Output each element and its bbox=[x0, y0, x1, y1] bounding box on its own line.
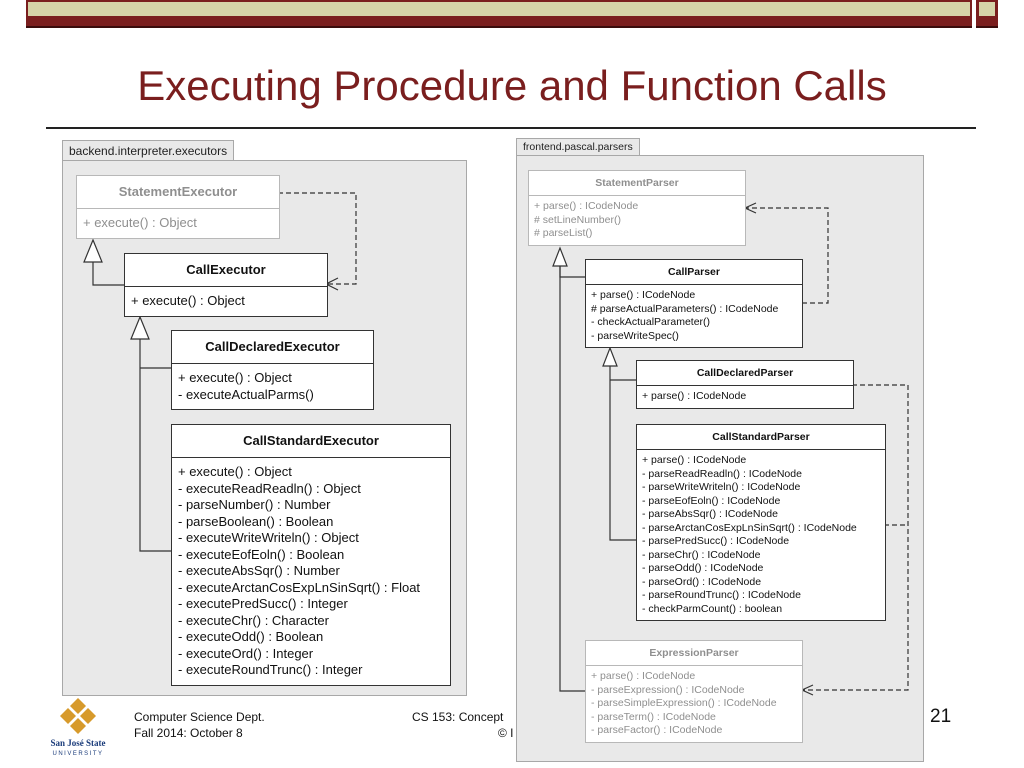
class-members: + parse() : ICodeNode bbox=[637, 386, 853, 408]
slide-title: Executing Procedure and Function Calls bbox=[137, 62, 887, 109]
class-member: + parse() : ICodeNode bbox=[642, 390, 747, 402]
class-members: + parse() : ICodeNode # parseActualParam… bbox=[586, 285, 802, 347]
class-members: + execute() : Object bbox=[125, 287, 327, 316]
class-call-declared-executor: CallDeclaredExecutor + execute() : Objec… bbox=[171, 330, 374, 410]
class-call-standard-executor: CallStandardExecutor + execute() : Objec… bbox=[171, 424, 451, 686]
class-member: - parseWriteWriteln() : ICodeNode bbox=[642, 481, 801, 493]
class-member: - parseExpression() : ICodeNode bbox=[591, 683, 745, 696]
top-banner-bar bbox=[26, 0, 972, 28]
class-call-parser: CallParser + parse() : ICodeNode # parse… bbox=[585, 259, 803, 348]
class-member: + parse() : ICodeNode bbox=[591, 670, 696, 682]
class-members: + parse() : ICodeNode # setLineNumber() … bbox=[529, 196, 745, 245]
class-member: - parseEofEoln() : ICodeNode bbox=[642, 494, 781, 507]
title-underline bbox=[46, 127, 976, 129]
left-package-tab: backend.interpreter.executors bbox=[62, 140, 235, 161]
class-member: - checkActualParameter() bbox=[591, 316, 711, 328]
class-name: ExpressionParser bbox=[586, 641, 802, 666]
class-call-executor: CallExecutor + execute() : Object bbox=[124, 253, 328, 317]
class-members: + execute() : Object bbox=[77, 209, 279, 238]
class-member: + execute() : Object bbox=[178, 464, 292, 479]
class-member: - executeChr() : Character bbox=[178, 612, 329, 628]
class-member: - parsePredSucc() : ICodeNode bbox=[642, 535, 790, 547]
right-package-tab: frontend.pascal.parsers bbox=[516, 138, 640, 156]
class-member: - executePredSucc() : Integer bbox=[178, 596, 348, 611]
class-member: + execute() : Object bbox=[131, 293, 245, 308]
class-member: - executeOrd() : Integer bbox=[178, 645, 314, 661]
class-member: - executeWriteWriteln() : Object bbox=[178, 530, 359, 545]
class-member: - checkParmCount() : boolean bbox=[642, 602, 783, 615]
class-member: + parse() : ICodeNode bbox=[534, 200, 639, 212]
class-member: - parseNumber() : Number bbox=[178, 497, 331, 512]
class-member: - executeOdd() : Boolean bbox=[178, 629, 324, 644]
class-name: StatementParser bbox=[529, 171, 745, 196]
class-members: + execute() : Object - executeActualParm… bbox=[172, 364, 373, 409]
class-statement-parser: StatementParser + parse() : ICodeNode # … bbox=[528, 170, 746, 246]
logo-sub: UNIVERSITY bbox=[52, 751, 103, 757]
class-name: CallDeclaredExecutor bbox=[172, 331, 373, 364]
class-member: - parseChr() : ICodeNode bbox=[642, 548, 761, 561]
class-member: - executeRoundTrunc() : Integer bbox=[178, 662, 363, 677]
class-call-standard-parser: CallStandardParser + parse() : ICodeNode… bbox=[636, 424, 886, 621]
footer-date: Fall 2014: October 8 bbox=[134, 726, 243, 740]
page-number: 21 bbox=[930, 706, 952, 727]
class-name: CallDeclaredParser bbox=[637, 361, 853, 386]
class-member: - executeReadReadln() : Object bbox=[178, 480, 361, 496]
class-member: - parseSimpleExpression() : ICodeNode bbox=[591, 697, 777, 709]
class-name: StatementExecutor bbox=[77, 176, 279, 209]
class-member: - parseRoundTrunc() : ICodeNode bbox=[642, 589, 801, 601]
class-members: + parse() : ICodeNode - parseExpression(… bbox=[586, 666, 802, 742]
class-member: - executeEofEoln() : Boolean bbox=[178, 546, 345, 562]
class-name: CallExecutor bbox=[125, 254, 327, 287]
class-member: - executeArctanCosExpLnSinSqrt() : Float bbox=[178, 579, 421, 595]
class-member: - parseOrd() : ICodeNode bbox=[642, 575, 762, 588]
class-name: CallStandardExecutor bbox=[172, 425, 450, 458]
footer-dept: Computer Science Dept. bbox=[134, 710, 265, 724]
footer-course: CS 153: Concept bbox=[412, 710, 504, 724]
logo-name: San José State bbox=[50, 738, 105, 748]
class-members: + execute() : Object - executeReadReadln… bbox=[172, 458, 450, 685]
class-member: + parse() : ICodeNode bbox=[591, 289, 696, 301]
class-member: + parse() : ICodeNode bbox=[642, 454, 747, 466]
class-member: # parseActualParameters() : ICodeNode bbox=[591, 302, 779, 315]
class-member: - parseArctanCosExpLnSinSqrt() : ICodeNo… bbox=[642, 521, 857, 534]
class-member: - parseAbsSqr() : ICodeNode bbox=[642, 508, 778, 520]
class-member: - executeAbsSqr() : Number bbox=[178, 563, 340, 578]
class-member: - parseTerm() : ICodeNode bbox=[591, 710, 716, 723]
class-name: CallStandardParser bbox=[637, 425, 885, 450]
class-call-declared-parser: CallDeclaredParser + parse() : ICodeNode bbox=[636, 360, 854, 409]
class-member: - executeActualParms() bbox=[178, 386, 314, 402]
class-members: + parse() : ICodeNode - parseReadReadln(… bbox=[637, 450, 885, 620]
class-member: # setLineNumber() bbox=[534, 213, 621, 226]
class-member: - parseOdd() : ICodeNode bbox=[642, 562, 764, 574]
class-name: CallParser bbox=[586, 260, 802, 285]
class-member: - parseFactor() : ICodeNode bbox=[591, 724, 723, 736]
class-member: - parseReadReadln() : ICodeNode bbox=[642, 467, 802, 480]
class-member: + execute() : Object bbox=[178, 370, 292, 385]
class-member: + execute() : Object bbox=[83, 215, 197, 230]
class-statement-executor: StatementExecutor + execute() : Object bbox=[76, 175, 280, 239]
class-member: - parseWriteSpec() bbox=[591, 329, 679, 342]
class-member: - parseBoolean() : Boolean bbox=[178, 513, 334, 529]
class-expression-parser: ExpressionParser + parse() : ICodeNode -… bbox=[585, 640, 803, 743]
class-member: # parseList() bbox=[534, 227, 593, 239]
footer-copyright: © I bbox=[498, 726, 514, 740]
top-banner-square bbox=[976, 0, 998, 28]
university-logo: San José State UNIVERSITY bbox=[50, 698, 106, 757]
